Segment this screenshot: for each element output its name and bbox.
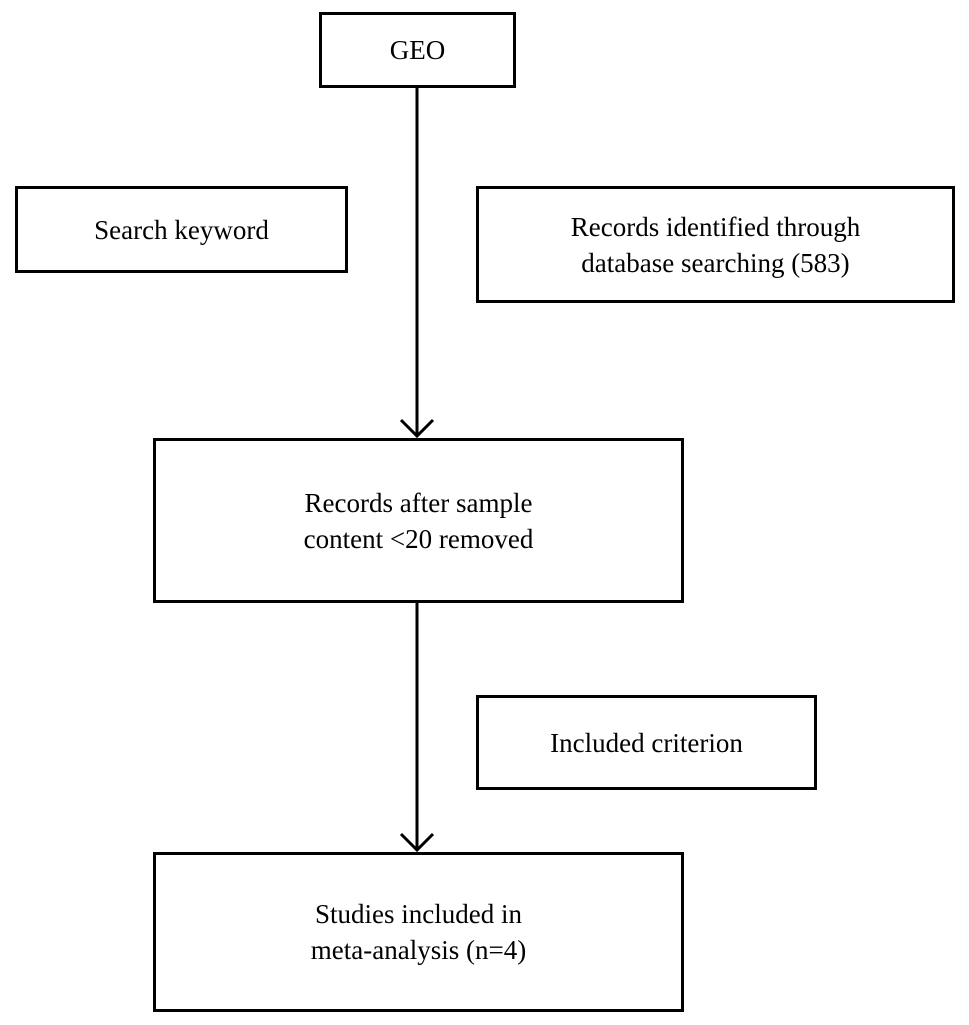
studies-included-box: Studies included in meta-analysis (n=4): [153, 852, 684, 1012]
geo-box: GEO: [319, 12, 516, 88]
records-identified-label: Records identified through database sear…: [570, 211, 861, 278]
search-keyword-label: Search keyword: [94, 214, 269, 245]
records-removed-box: Records after sample content <20 removed: [153, 438, 684, 603]
arrowhead-studies-included: [399, 832, 435, 853]
included-criterion-label: Included criterion: [550, 727, 743, 758]
arrowhead-records-removed: [399, 418, 435, 439]
included-criterion-box: Included criterion: [476, 695, 817, 790]
search-keyword-box: Search keyword: [15, 186, 348, 273]
records-removed-label: Records after sample content <20 removed: [303, 487, 534, 554]
records-identified-box: Records identified through database sear…: [476, 186, 955, 303]
geo-label: GEO: [389, 35, 446, 65]
studies-included-label: Studies included in meta-analysis (n=4): [310, 899, 527, 965]
